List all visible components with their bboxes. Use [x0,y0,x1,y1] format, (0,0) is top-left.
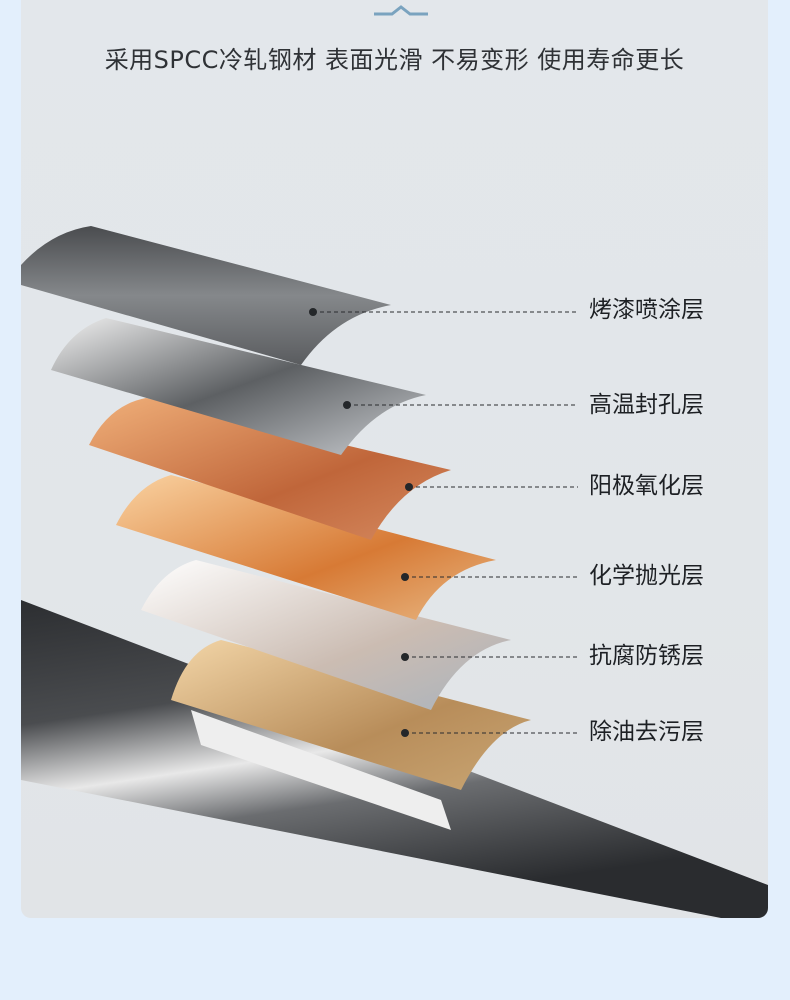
layer-label-anodize: 阳极氧化层 [589,473,704,499]
marker-dot-anodize [405,483,413,491]
marker-dot-anticorrosion [401,653,409,661]
layer-shape-sealing [51,318,426,455]
pipe-inner-slot [191,710,451,830]
layer-label-sealing: 高温封孔层 [589,392,704,418]
marker-dot-polish [401,573,409,581]
marker-dot-sealing [343,401,351,409]
product-feature-card: 采用SPCC冷轧钢材 表面光滑 不易变形 使用寿命更长 [21,0,768,918]
layer-label-polish: 化学抛光层 [589,563,704,589]
chevron-up-divider-icon [374,5,428,16]
layer-label-anticorrosion: 抗腐防锈层 [589,643,704,669]
marker-dot-paint [309,308,317,316]
layer-label-degrease: 除油去污层 [589,719,704,745]
layer-illustration [21,226,768,918]
layer-shape-paint [21,226,391,365]
marker-dot-degrease [401,729,409,737]
layer-shape-polish [116,475,496,620]
layer-shape-degrease [171,640,531,790]
headline: 采用SPCC冷轧钢材 表面光滑 不易变形 使用寿命更长 [104,46,685,74]
layer-shape-anticorrosion [141,560,511,710]
layer-shape-anodize [89,398,451,540]
layer-label-paint: 烤漆喷涂层 [589,297,704,323]
